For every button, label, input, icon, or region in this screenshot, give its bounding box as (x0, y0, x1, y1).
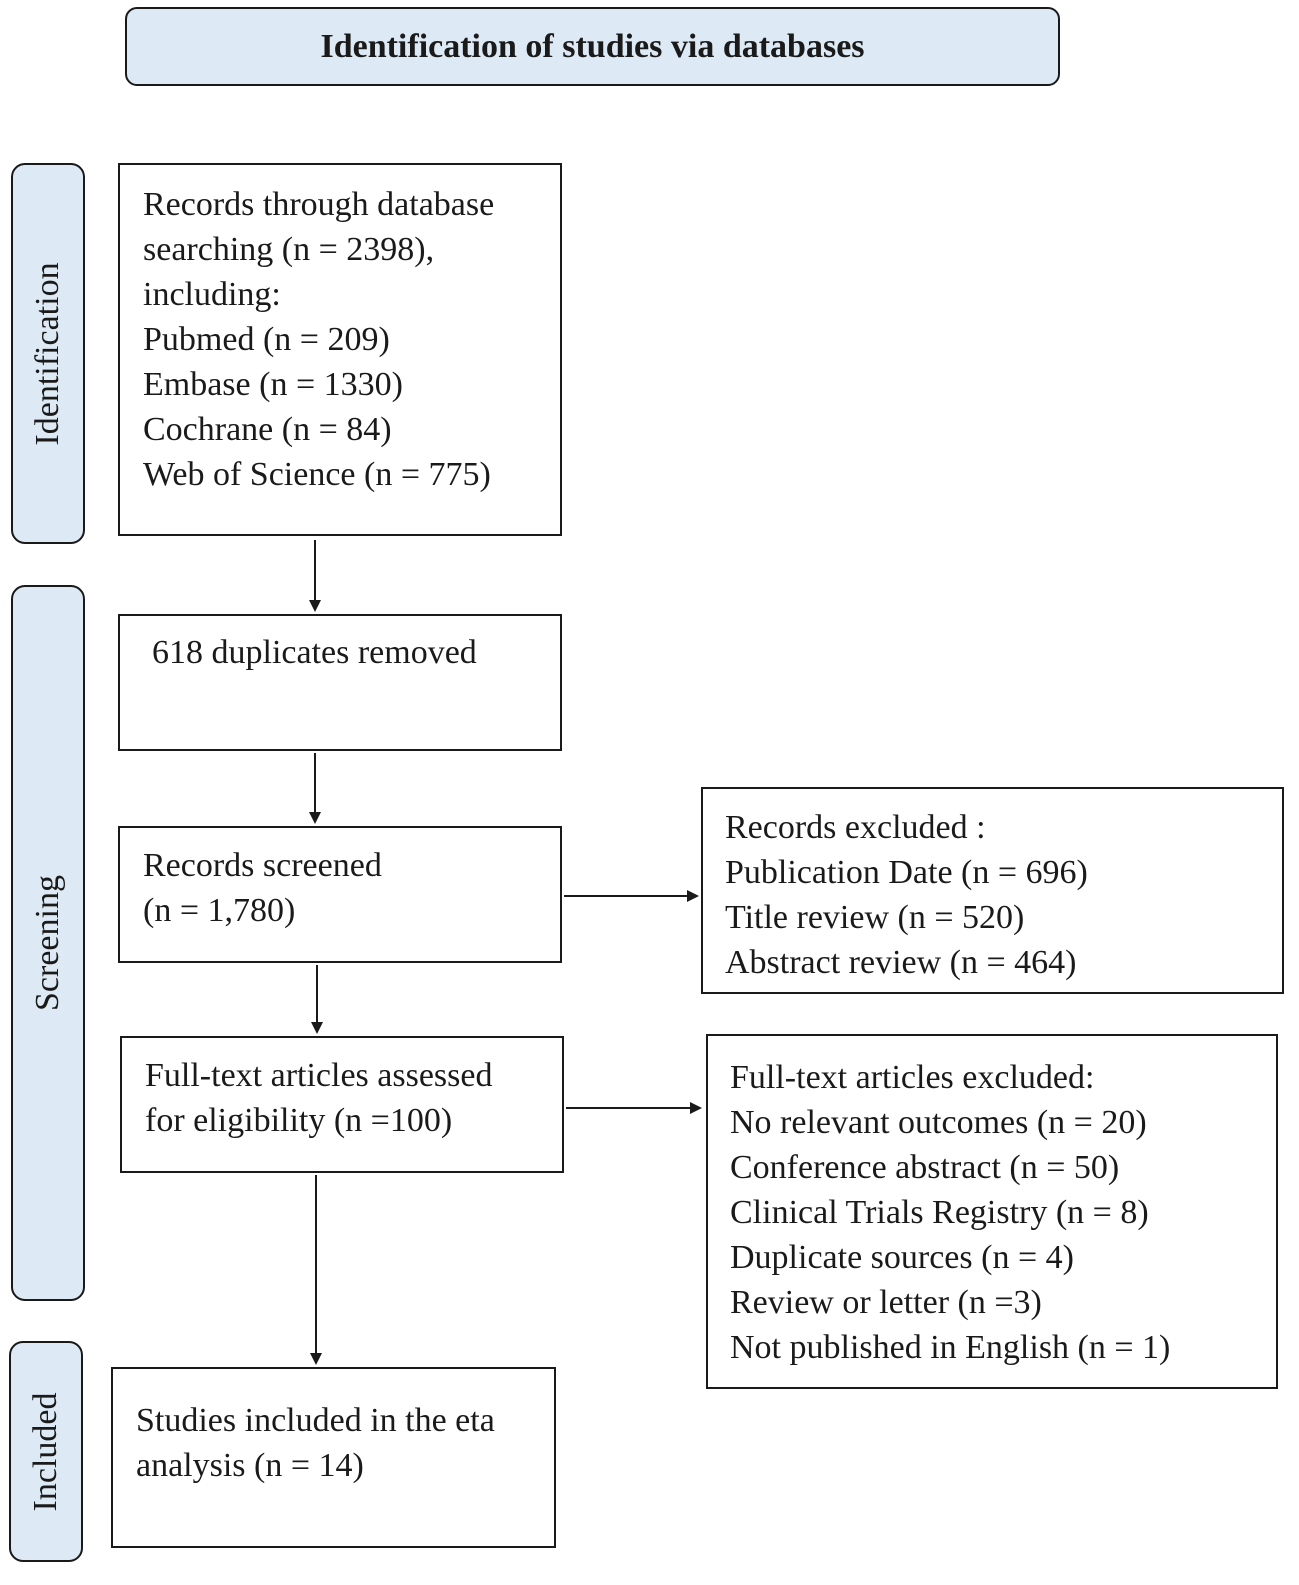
excluded-fulltext-line: No relevant outcomes (n = 20) (730, 1104, 1147, 1141)
screened-box: Records screened (n = 1,780) (118, 826, 562, 963)
excluded-fulltext-line: Conference abstract (n = 50) (730, 1149, 1120, 1186)
excluded-fulltext-line: Review or letter (n =3) (730, 1284, 1042, 1321)
excluded-records-line: Title review (n = 520) (725, 899, 1025, 936)
phase-included: Included (9, 1341, 83, 1562)
excluded-fulltext-line: Clinical Trials Registry (n = 8) (730, 1194, 1149, 1231)
fulltext-line: for eligibility (n =100) (145, 1102, 453, 1139)
phase-identification: Identification (11, 163, 85, 544)
header-box: Identification of studies via databases (125, 7, 1060, 86)
included-line: analysis (n = 14) (136, 1447, 364, 1484)
included-line: Studies included in the eta (136, 1402, 495, 1439)
excluded-fulltext-box: Full-text articles excluded: No relevant… (706, 1034, 1278, 1389)
phase-screening: Screening (11, 585, 85, 1301)
records-search-box: Records through database searching (n = … (118, 163, 562, 536)
header-title: Identification of studies via databases (320, 27, 865, 65)
records-search-line: Pubmed (n = 209) (143, 321, 390, 358)
records-search-line: Web of Science (n = 775) (143, 456, 491, 493)
duplicates-box: 618 duplicates removed (118, 614, 562, 751)
records-search-line: searching (n = 2398), (143, 231, 435, 268)
duplicates-line: 618 duplicates removed (152, 634, 477, 671)
included-box: Studies included in the eta analysis (n … (111, 1367, 556, 1548)
records-search-line: Embase (n = 1330) (143, 366, 403, 403)
records-search-line: Cochrane (n = 84) (143, 411, 392, 448)
records-search-line: Records through database (143, 186, 495, 223)
excluded-fulltext-line: Full-text articles excluded: (730, 1059, 1095, 1096)
fulltext-box: Full-text articles assessed for eligibil… (120, 1036, 564, 1173)
excluded-fulltext-line: Duplicate sources (n = 4) (730, 1239, 1074, 1276)
excluded-records-line: Abstract review (n = 464) (725, 944, 1077, 981)
fulltext-line: Full-text articles assessed (145, 1057, 493, 1094)
excluded-records-box: Records excluded : Publication Date (n =… (701, 787, 1284, 994)
screened-line: Records screened (143, 847, 382, 884)
excluded-records-line: Records excluded : (725, 809, 986, 846)
screened-line: (n = 1,780) (143, 892, 296, 929)
records-search-line: including: (143, 276, 281, 313)
excluded-records-line: Publication Date (n = 696) (725, 854, 1088, 891)
excluded-fulltext-line: Not published in English (n = 1) (730, 1329, 1171, 1366)
